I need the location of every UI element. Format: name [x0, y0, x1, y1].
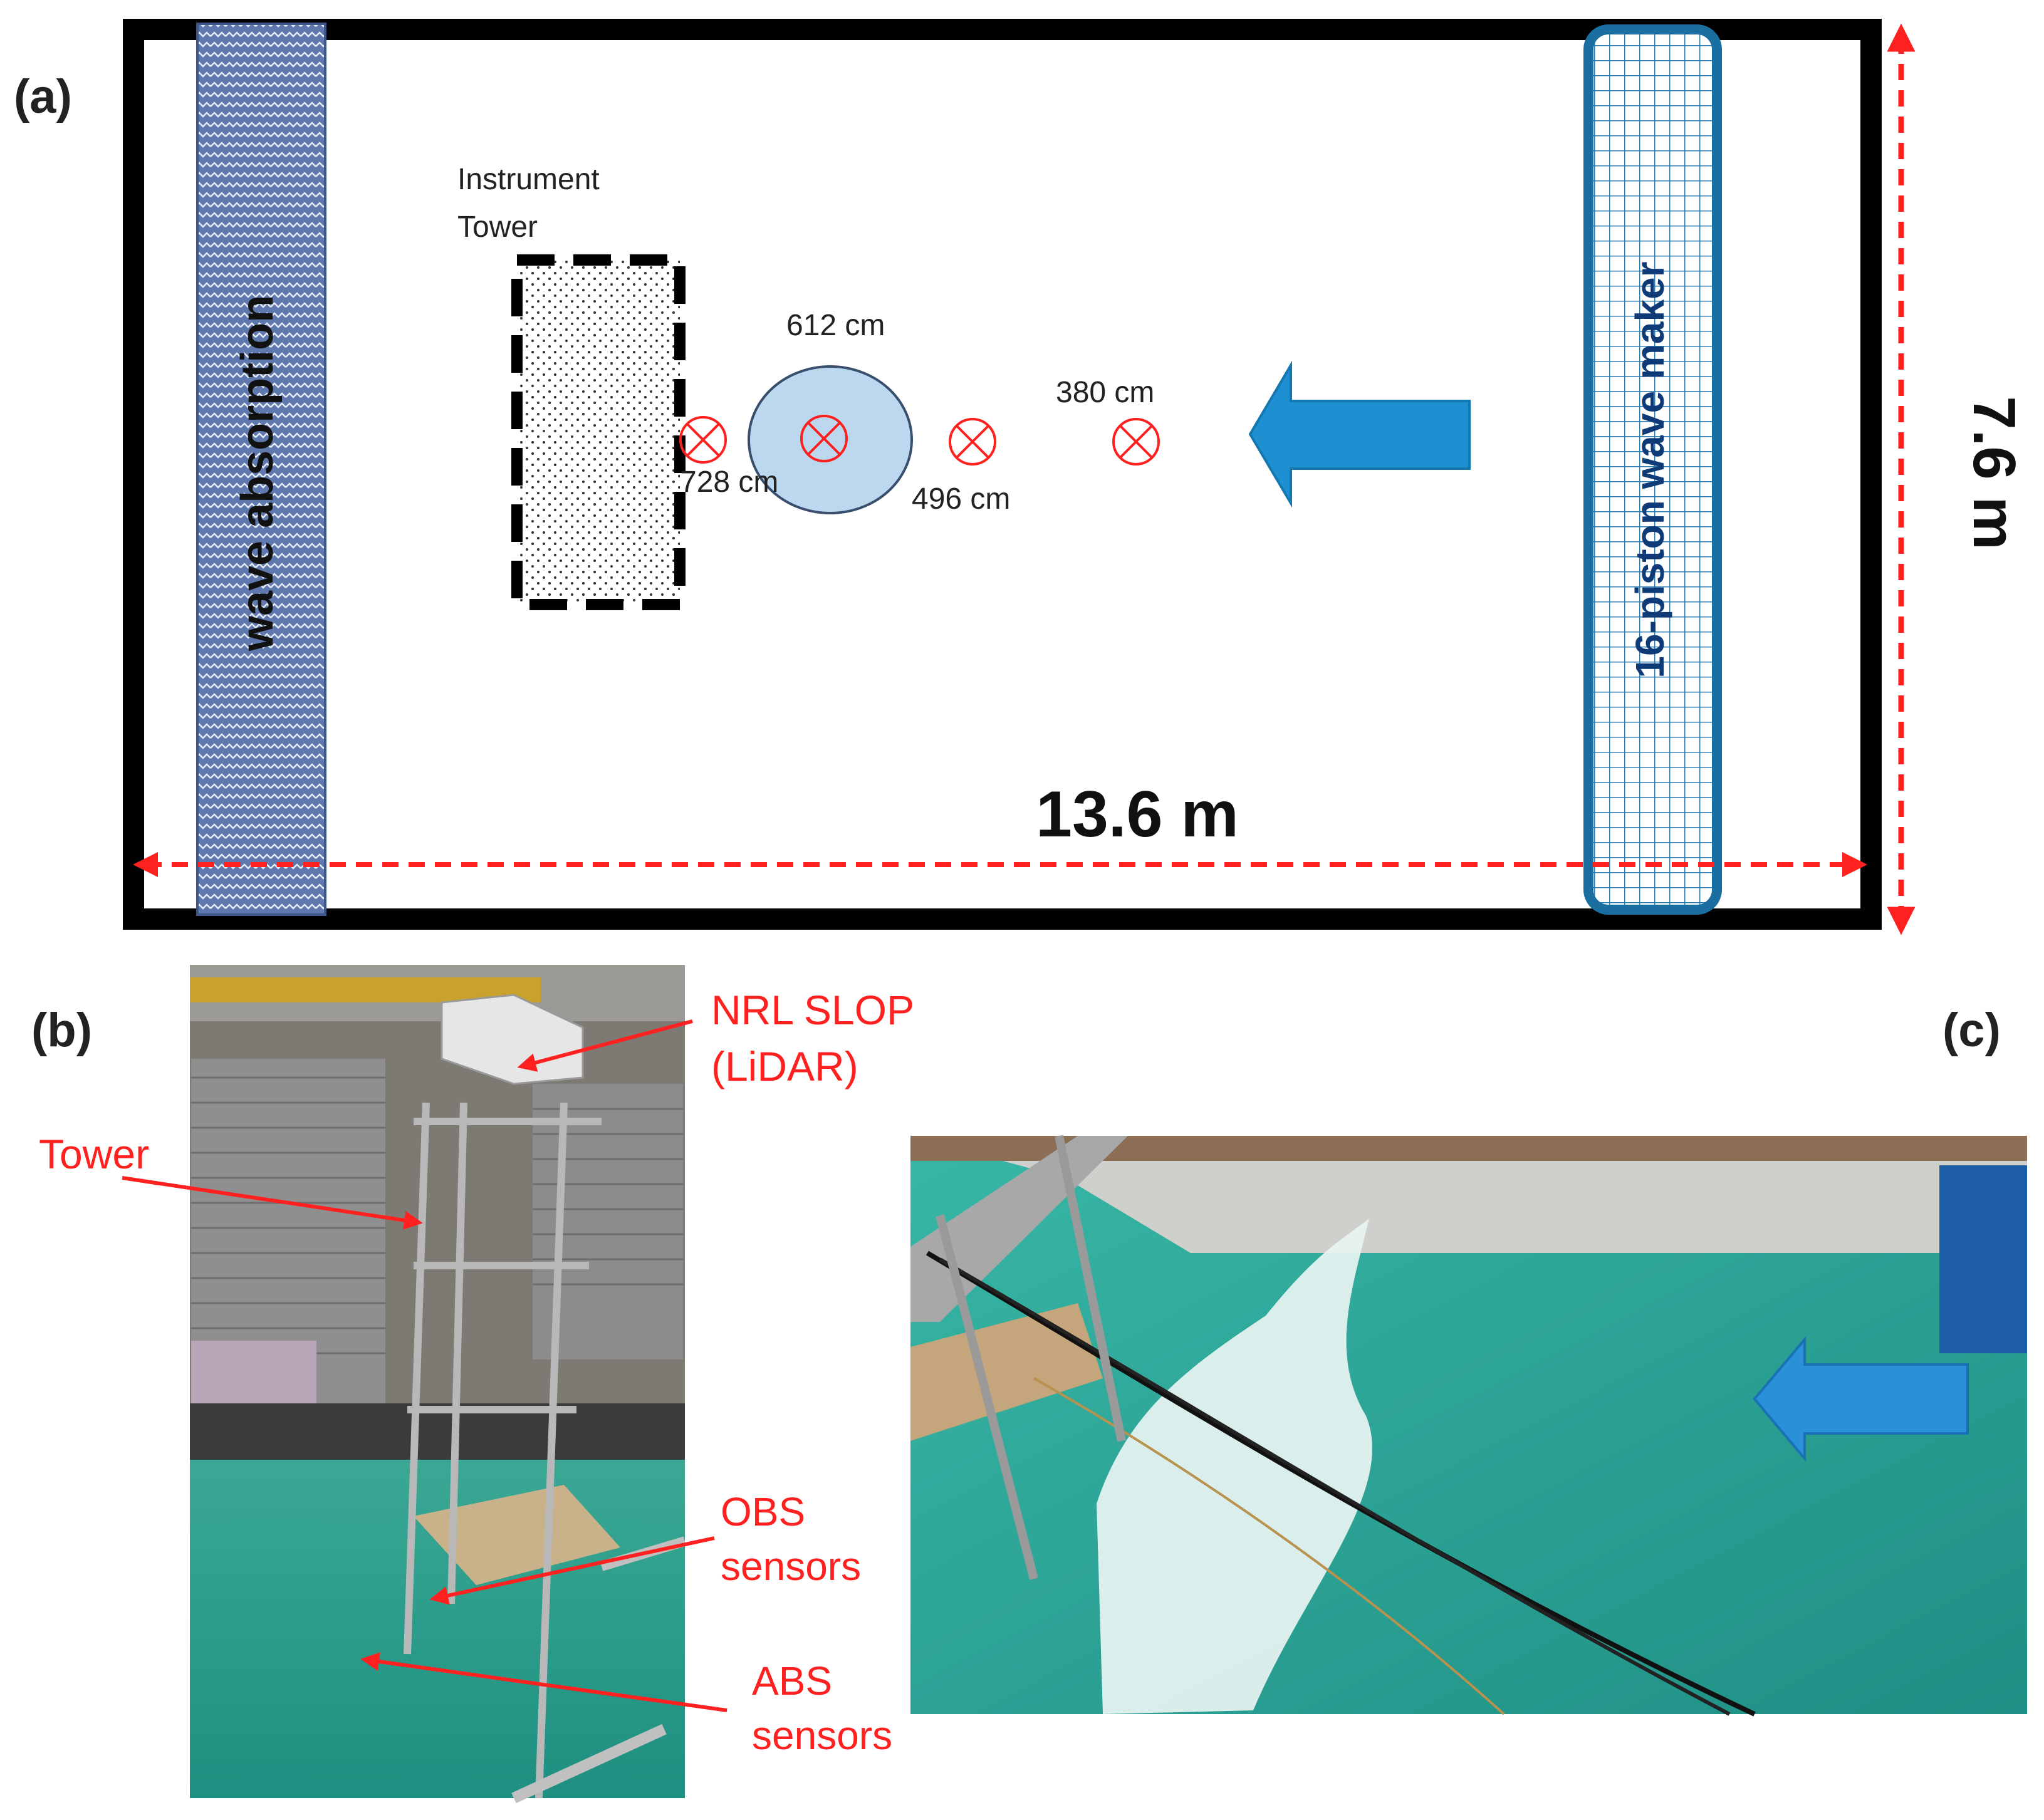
abs-pointer-arrow — [360, 1652, 727, 1712]
height-dimension-label: 7.6 m — [1961, 396, 2028, 549]
panel-b-label: (b) — [31, 1004, 92, 1057]
wave-maker-label: 16-piston wave maker — [1627, 261, 1672, 678]
tank-outline — [123, 19, 1882, 930]
abs-label-line2: sensors — [752, 1713, 892, 1758]
width-dimension-label: 13.6 m — [1036, 778, 1239, 851]
photo-breaking-wave — [910, 1135, 2027, 1717]
abs-label-line1: ABS — [752, 1658, 832, 1703]
tower-label-line1: Instrument — [457, 163, 600, 196]
photo-tower-setup — [190, 965, 687, 1804]
obs-label-line2: sensors — [721, 1544, 861, 1589]
instrument-tower — [511, 254, 686, 610]
lidar-label-line1: NRL SLOP — [711, 987, 914, 1033]
tower-pointer-arrow — [122, 1176, 423, 1230]
lidar-pointer-arrow — [517, 1019, 693, 1072]
sensor-marker-496 — [949, 418, 996, 465]
sensor-marker-728 — [679, 416, 727, 464]
obs-pointer-arrow — [429, 1536, 715, 1605]
position-label-612: 612 cm — [786, 309, 885, 342]
panel-a-label: (a) — [14, 70, 72, 123]
panel-b: (b) — [31, 965, 914, 1804]
tower-label-line2: Tower — [457, 211, 538, 244]
panel-c: (c) — [910, 1004, 2027, 1717]
lidar-label-line2: (LiDAR) — [711, 1043, 858, 1089]
sensor-marker-380 — [1112, 418, 1160, 465]
position-label-728: 728 cm — [680, 465, 778, 499]
panel-a: (a) wave absorption 16-piston wave maker… — [14, 19, 2028, 935]
position-label-496: 496 cm — [912, 482, 1010, 516]
panel-c-label: (c) — [1942, 1004, 2001, 1057]
wave-absorption-label: wave absorption — [232, 295, 283, 652]
wave-absorption-strip — [196, 23, 326, 916]
position-label-380: 380 cm — [1056, 376, 1154, 409]
wave-direction-arrow — [1248, 360, 1471, 508]
sandbar-zone — [748, 365, 913, 514]
tower-photo-label: Tower — [39, 1131, 149, 1177]
wave-maker — [1583, 24, 1722, 915]
sensor-marker-612 — [800, 415, 848, 462]
obs-label-line1: OBS — [721, 1489, 805, 1534]
